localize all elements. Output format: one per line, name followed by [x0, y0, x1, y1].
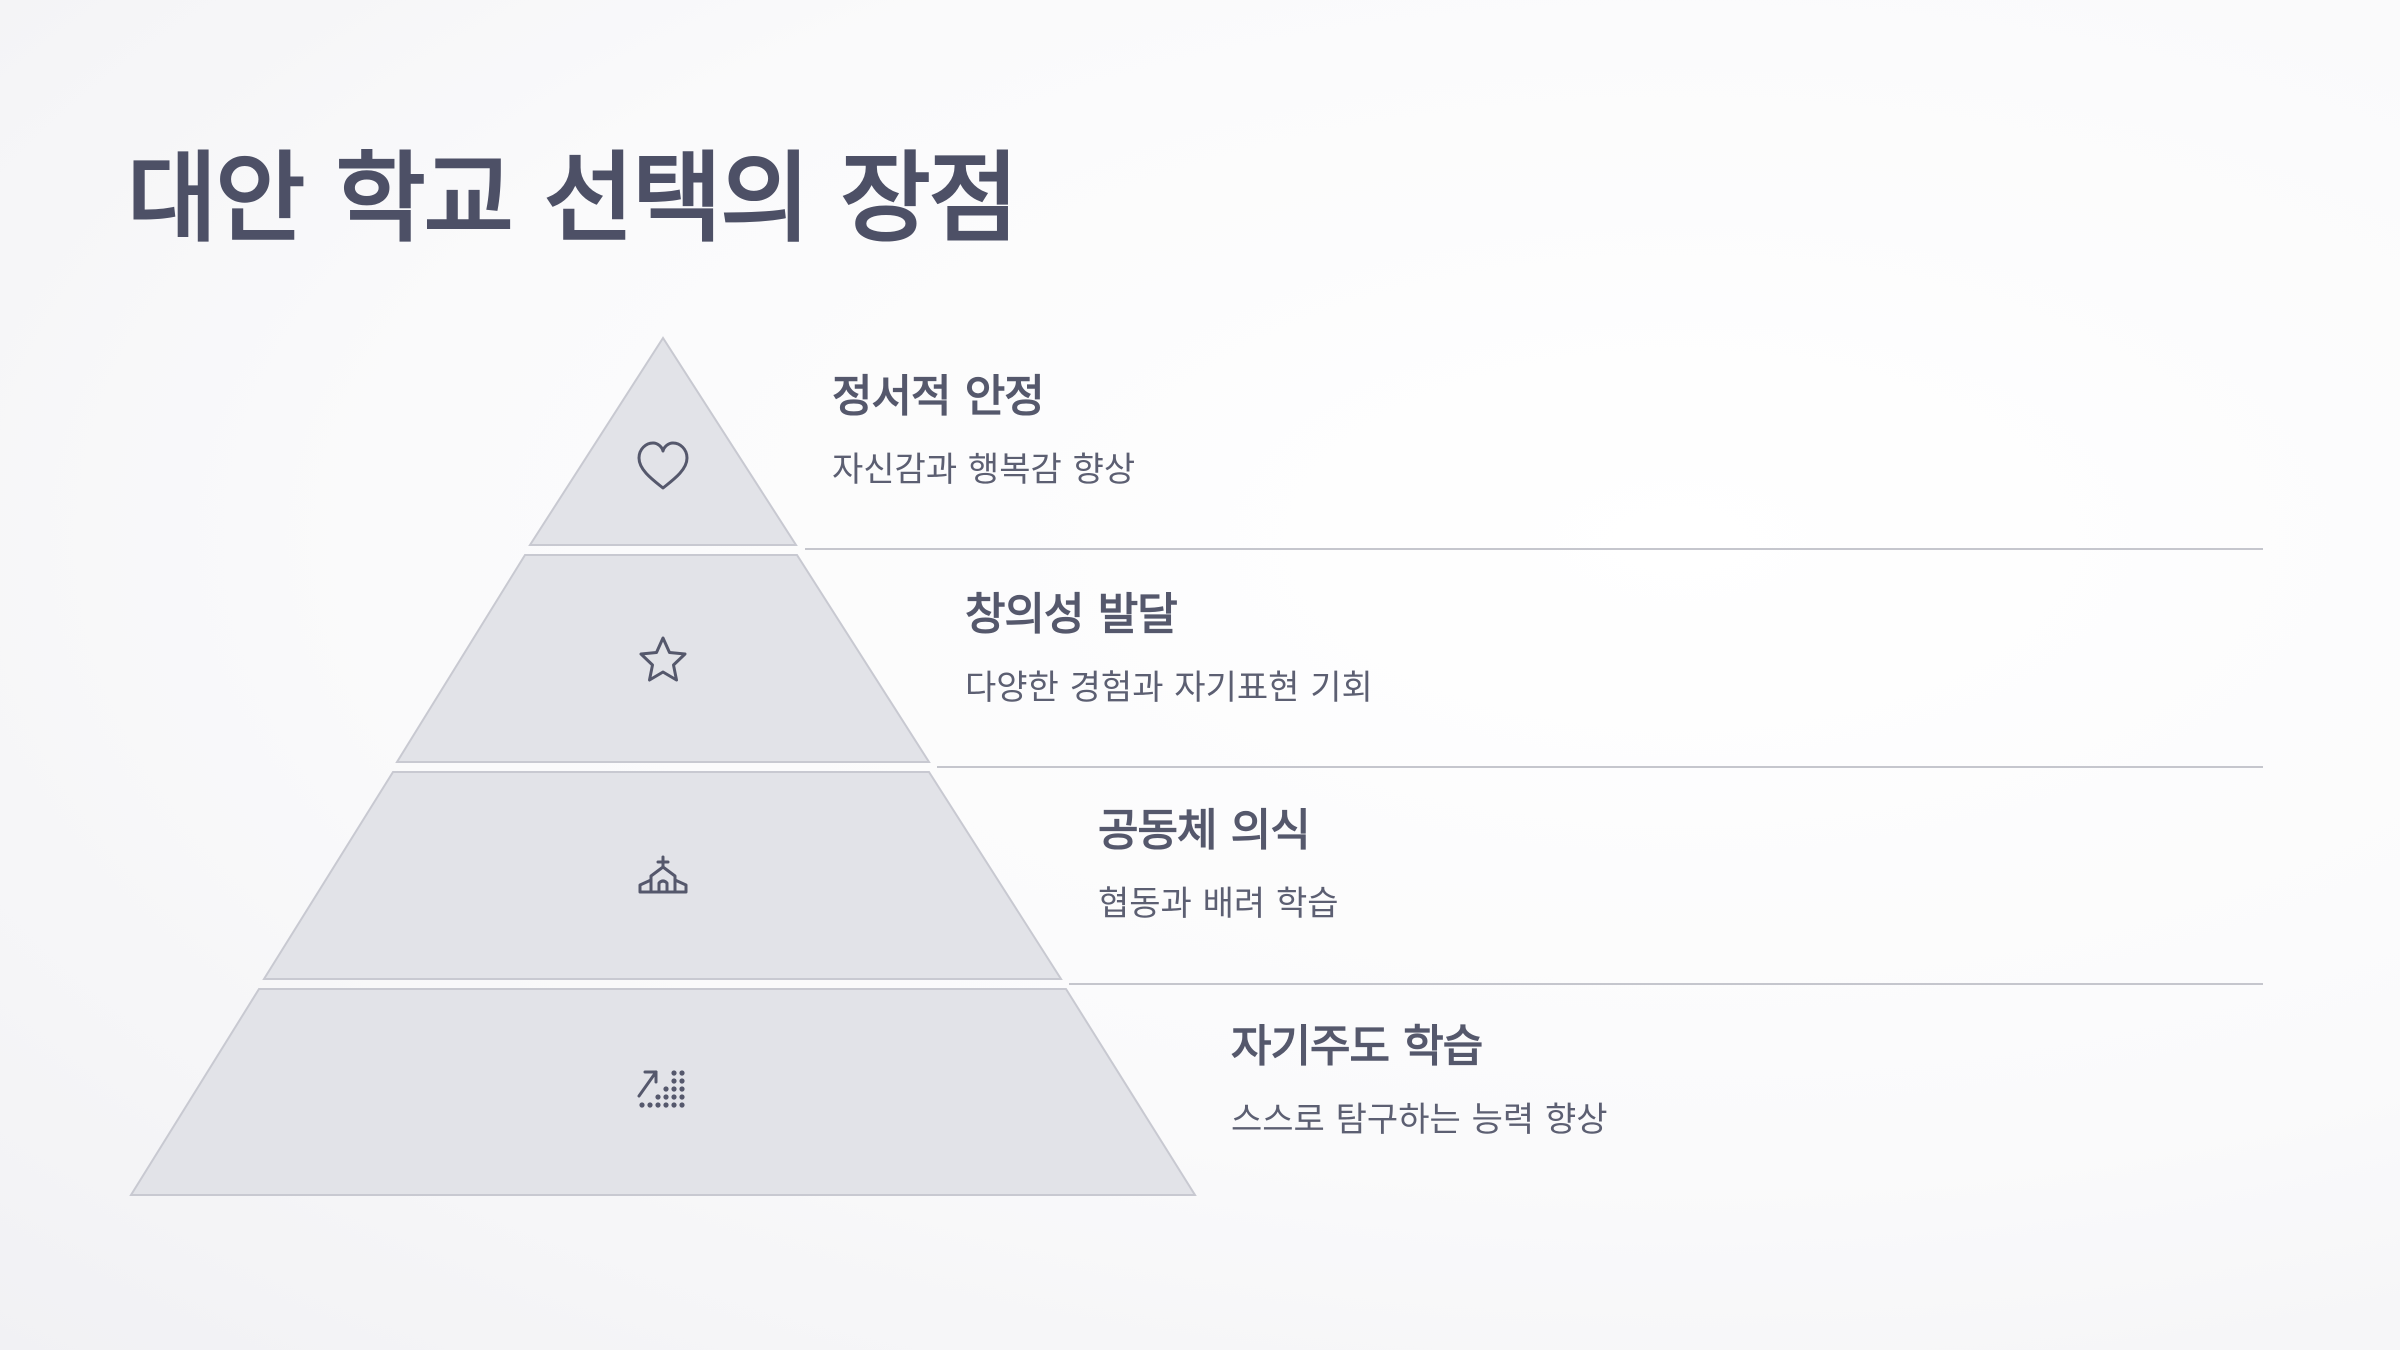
page-title: 대안 학교 선택의 장점: [127, 142, 1019, 256]
tier-2-text: 창의성 발달 다양한 경험과 자기표현 기회: [965, 589, 1373, 709]
pyramid-tier-3: [262, 771, 1063, 980]
growth-chart-icon: [637, 1070, 685, 1108]
tier-1-description: 자신감과 행복감 향상: [832, 449, 1136, 490]
tier-1-text: 정서적 안정 자신감과 행복감 향상: [832, 371, 1135, 491]
tier-1-heading: 정서적 안정: [832, 371, 1045, 422]
tier-3-text: 공동체 의식 협동과 배려 학습: [1098, 805, 1339, 925]
community-building-icon: [638, 855, 688, 894]
tier-3-heading: 공동체 의식: [1098, 805, 1311, 856]
star-icon: [639, 636, 687, 682]
tier-4-description: 스스로 탐구하는 능력 향상: [1231, 1099, 1608, 1140]
tier-4-text: 자기주도 학습 스스로 탐구하는 능력 향상: [1231, 1021, 1608, 1141]
tier-2-heading: 창의성 발달: [965, 589, 1178, 640]
pyramid-tier-2: [395, 554, 931, 763]
pyramid-tier-4: [129, 988, 1197, 1196]
tier-3-description: 협동과 배려 학습: [1098, 883, 1339, 924]
heart-icon: [637, 441, 689, 490]
tier-4-heading: 자기주도 학습: [1231, 1021, 1483, 1072]
tier-2-description: 다양한 경험과 자기표현 기회: [965, 667, 1373, 708]
pyramid-tier-1: [528, 336, 798, 546]
